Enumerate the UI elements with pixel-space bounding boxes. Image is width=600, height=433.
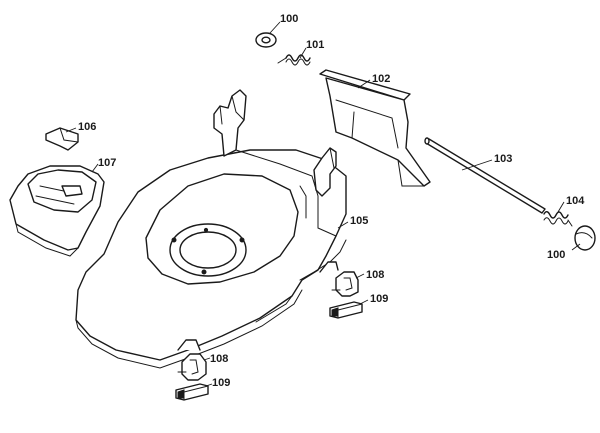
part-102-rear-flap (319, 69, 431, 187)
callout-109-lower: 109 (212, 377, 230, 389)
part-103-axle-rod (424, 137, 546, 214)
part-101-spring (277, 54, 311, 66)
callout-104: 104 (566, 195, 585, 207)
part-109-fastener-lower (175, 383, 209, 401)
callout-109-upper: 109 (370, 293, 388, 305)
part-108-clip-upper (331, 271, 359, 297)
part-109-fastener-upper (329, 301, 363, 319)
part-107-handle-grille (9, 165, 105, 257)
part-106-clip (45, 127, 79, 151)
part-100-cap-right (574, 225, 596, 251)
callout-102: 102 (372, 73, 390, 85)
callout-106: 106 (78, 121, 96, 133)
callout-100-top: 100 (280, 13, 298, 25)
part-104-spring (543, 211, 573, 227)
callout-107: 107 (98, 157, 116, 169)
callout-105: 105 (350, 215, 368, 227)
part-108-clip-lower (177, 353, 207, 381)
part-105-mower-deck (75, 89, 347, 369)
callout-108-lower: 108 (210, 353, 228, 365)
callout-100-right: 100 (547, 249, 565, 261)
leader-lines (65, 21, 581, 387)
callout-103: 103 (494, 153, 512, 165)
callout-101: 101 (306, 39, 324, 51)
callout-108-upper: 108 (366, 269, 384, 281)
part-100-washer-top (255, 32, 277, 48)
callout-labels: 100 101 102 103 104 100 105 106 107 108 … (78, 13, 585, 389)
